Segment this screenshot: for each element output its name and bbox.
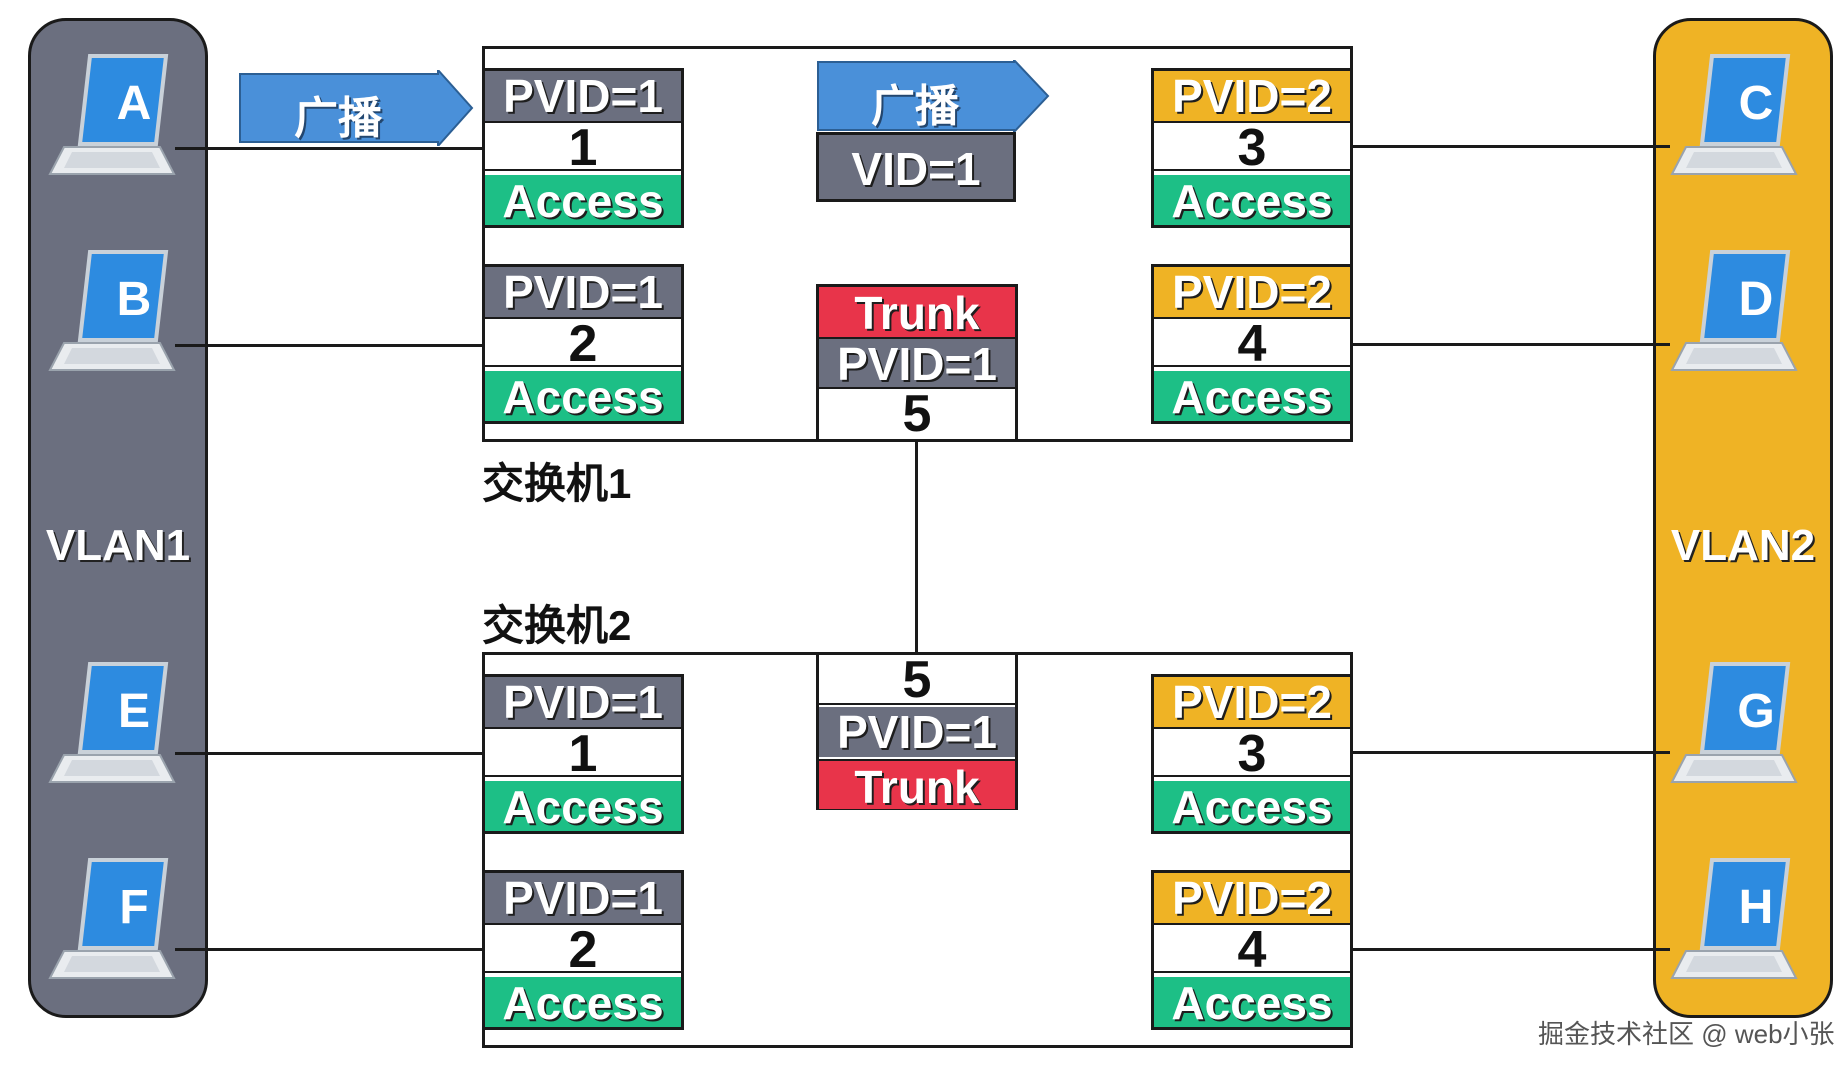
port-mode: Trunk — [819, 287, 1015, 339]
sw2-port-4[interactable]: PVID=2 4 Access — [1151, 870, 1353, 1030]
laptop-icon — [1670, 54, 1798, 175]
port-pvid: PVID=2 — [1154, 71, 1350, 121]
host-e-label: E — [117, 685, 150, 738]
broadcast-arrow-in: 广播 — [238, 67, 474, 149]
host-g[interactable]: G — [1664, 660, 1804, 800]
wire-c — [1350, 145, 1670, 148]
port-pvid: PVID=2 — [1154, 267, 1350, 317]
laptop-icon — [48, 54, 176, 175]
port-number: 2 — [485, 317, 681, 370]
sw2-port-3[interactable]: PVID=2 3 Access — [1151, 674, 1353, 834]
wire-a — [175, 147, 485, 150]
vlan1-label: VLAN1 — [45, 521, 191, 570]
host-c-label: C — [1738, 77, 1774, 130]
port-number: 4 — [1154, 317, 1350, 370]
port-pvid: PVID=2 — [1154, 677, 1350, 727]
port-number: 5 — [819, 387, 1015, 440]
port-pvid: PVID=1 — [485, 677, 681, 727]
host-a-label: A — [116, 77, 152, 130]
port-mode: Access — [1154, 371, 1350, 423]
host-d-label: D — [1738, 273, 1774, 326]
sw1-port-3[interactable]: PVID=2 3 Access — [1151, 68, 1353, 228]
laptop-icon — [48, 250, 176, 371]
sw2-port-2[interactable]: PVID=1 2 Access — [482, 870, 684, 1030]
vlan2-group: VLAN2 — [1653, 18, 1833, 1018]
broadcast-arrow-tag: 广播 — [816, 57, 1050, 135]
port-number: 1 — [485, 727, 681, 780]
host-f[interactable]: F — [42, 856, 182, 996]
host-f-label: F — [119, 881, 149, 934]
port-pvid: PVID=2 — [1154, 873, 1350, 923]
port-mode: Access — [485, 781, 681, 833]
port-number: 2 — [485, 923, 681, 976]
watermark: 掘金技术社区 @ web小张 — [1538, 1019, 1835, 1049]
port-pvid: PVID=1 — [819, 707, 1015, 757]
port-mode: Access — [1154, 977, 1350, 1029]
host-e[interactable]: E — [42, 660, 182, 800]
vlan1-group: VLAN1 — [28, 18, 208, 1018]
host-g-label: G — [1737, 685, 1775, 738]
wire-b — [175, 344, 485, 347]
host-b-label: B — [116, 273, 152, 326]
port-number: 5 — [819, 654, 1015, 706]
host-c[interactable]: C — [1664, 52, 1804, 192]
port-number: 3 — [1154, 727, 1350, 780]
port-number: 4 — [1154, 923, 1350, 976]
port-pvid: PVID=1 — [485, 71, 681, 121]
trunk-link — [915, 440, 918, 654]
sw1-port-1[interactable]: PVID=1 1 Access — [482, 68, 684, 228]
port-mode: Access — [485, 977, 681, 1029]
host-h[interactable]: H — [1664, 856, 1804, 996]
sw1-trunk-port-5[interactable]: Trunk PVID=1 5 — [816, 284, 1018, 442]
port-number: 1 — [485, 121, 681, 174]
vid-tag: VID=1 — [816, 132, 1016, 202]
port-mode: Access — [485, 175, 681, 227]
laptop-icon — [48, 662, 176, 783]
port-mode: Access — [1154, 175, 1350, 227]
port-pvid: PVID=1 — [485, 873, 681, 923]
port-mode: Trunk — [819, 759, 1015, 813]
wire-f — [175, 948, 485, 951]
wire-h — [1350, 948, 1670, 951]
switch1-label: 交换机1 — [482, 460, 632, 507]
host-h-label: H — [1738, 881, 1774, 934]
port-pvid: PVID=1 — [819, 337, 1015, 389]
host-d[interactable]: D — [1664, 248, 1804, 388]
vid-tag-label: VID=1 — [851, 143, 981, 195]
port-number: 3 — [1154, 121, 1350, 174]
sw2-port-1[interactable]: PVID=1 1 Access — [482, 674, 684, 834]
port-mode: Access — [1154, 781, 1350, 833]
laptop-icon — [48, 858, 176, 979]
wire-d — [1350, 343, 1670, 346]
host-b[interactable]: B — [42, 248, 182, 388]
laptop-icon — [1670, 250, 1798, 371]
sw1-port-2[interactable]: PVID=1 2 Access — [482, 264, 684, 424]
laptop-icon — [1670, 662, 1798, 783]
sw1-port-4[interactable]: PVID=2 4 Access — [1151, 264, 1353, 424]
switch2-label: 交换机2 — [482, 602, 632, 649]
wire-g — [1350, 751, 1670, 754]
broadcast-tag-label: 广播 — [871, 82, 959, 131]
vlan2-label: VLAN2 — [1670, 521, 1816, 570]
port-pvid: PVID=1 — [485, 267, 681, 317]
wire-e — [175, 752, 485, 755]
port-mode: Access — [485, 371, 681, 423]
broadcast-in-label: 广播 — [294, 94, 382, 143]
sw2-trunk-port-5[interactable]: 5 PVID=1 Trunk — [816, 652, 1018, 813]
laptop-icon — [1670, 858, 1798, 979]
host-a[interactable]: A — [42, 52, 182, 192]
